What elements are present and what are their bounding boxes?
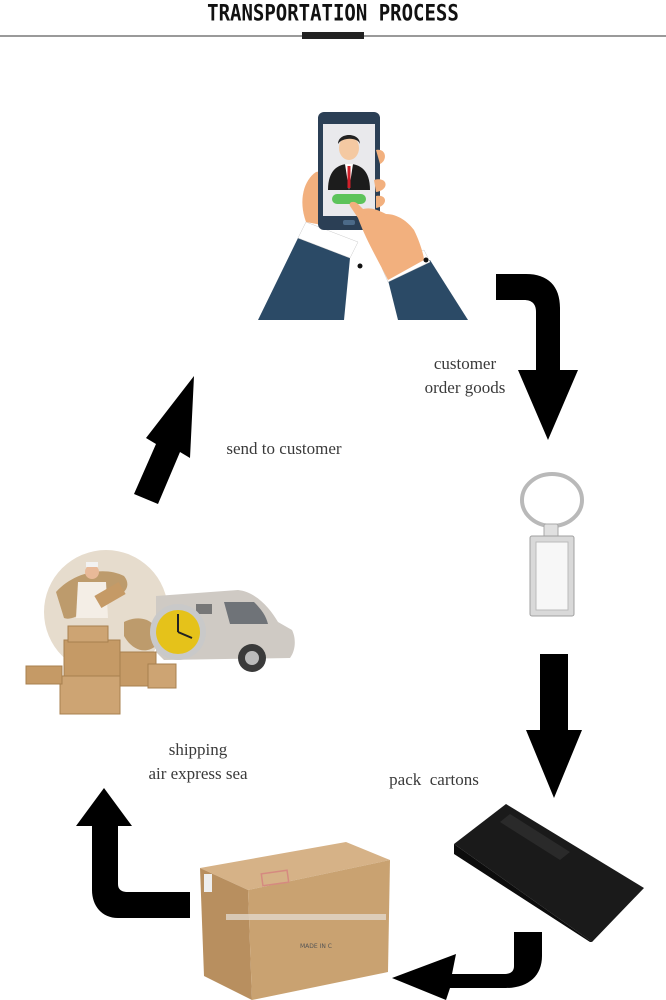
step-label-order: customer order goods bbox=[400, 352, 530, 400]
keychain-icon bbox=[520, 472, 584, 617]
svg-text:MADE IN C: MADE IN C bbox=[300, 943, 332, 950]
arrow-product-to-pack bbox=[526, 654, 582, 798]
cardboard-carton-icon: MADE IN C bbox=[200, 842, 390, 1000]
header-divider-accent bbox=[302, 32, 364, 39]
step-label-send: send to customer bbox=[196, 437, 372, 461]
arrow-shipping-to-customer bbox=[134, 376, 194, 504]
step-label-pack: pack cartons bbox=[366, 768, 502, 792]
step-label-shipping: shipping air express sea bbox=[118, 738, 278, 786]
phone-order-icon bbox=[258, 112, 468, 320]
label-line: send to customer bbox=[226, 439, 342, 458]
page-title: TRANSPORTATION PROCESS bbox=[207, 1, 459, 27]
arrow-carton-to-shipping bbox=[76, 788, 190, 918]
label-line: shipping bbox=[168, 740, 228, 759]
label-line: customer bbox=[433, 354, 497, 373]
label-line: pack cartons bbox=[389, 770, 479, 789]
black-gift-box-icon bbox=[454, 804, 644, 942]
arrow-order-to-product bbox=[496, 274, 578, 440]
label-line: air express sea bbox=[148, 764, 248, 783]
arrow-pack-to-carton bbox=[392, 932, 542, 1000]
delivery-globe-van-icon bbox=[25, 550, 295, 715]
label-line: order goods bbox=[424, 378, 506, 397]
